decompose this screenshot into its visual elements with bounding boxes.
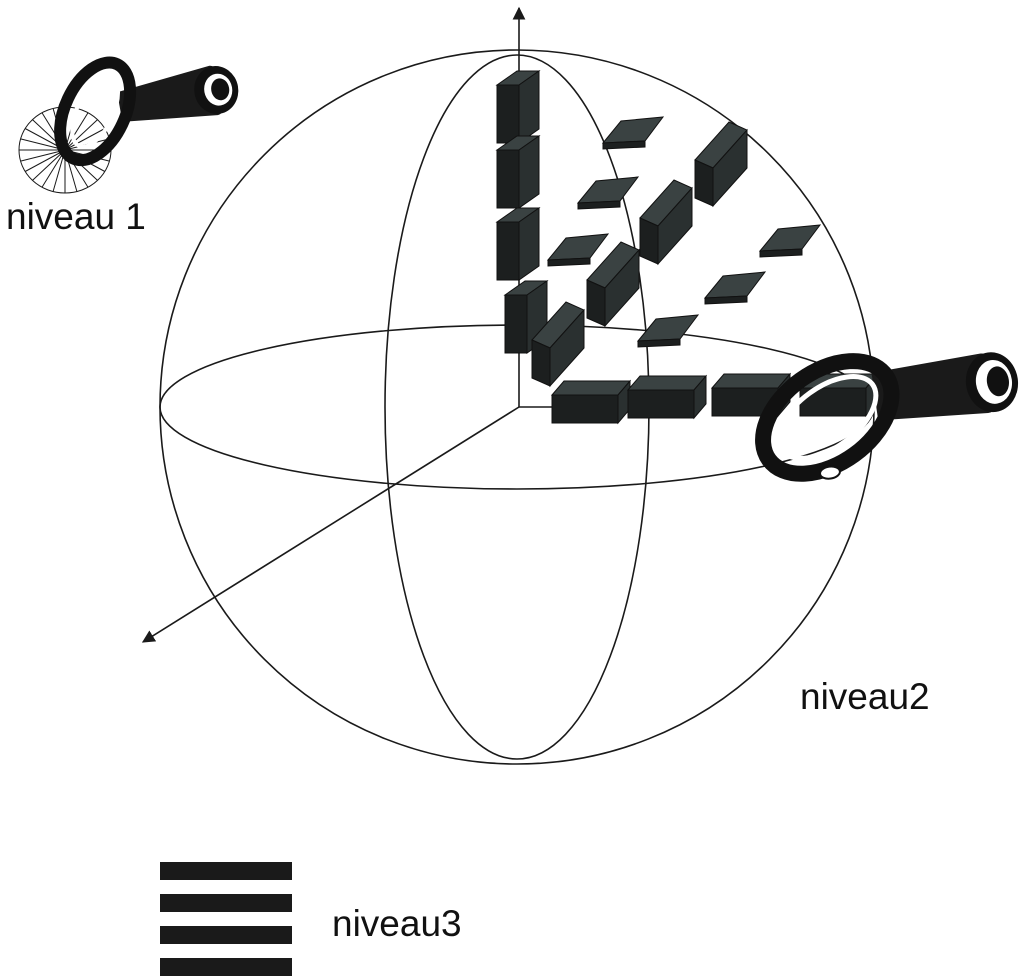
wheel-spoke <box>20 149 66 162</box>
diagonal-block-4 <box>694 121 748 208</box>
horizontal-block-4-front <box>799 387 867 417</box>
vertical-block-3 <box>495 207 541 281</box>
horizontal-block-2-top <box>626 375 708 391</box>
vertical-block-4-front <box>504 294 528 354</box>
flat-tile-4-front <box>759 248 803 258</box>
vertical-block-1 <box>495 70 541 144</box>
flat-tile-3 <box>546 233 610 267</box>
wheel-spoke <box>64 112 89 151</box>
flat-tile-1-top <box>601 116 665 144</box>
flat-tile-3-front <box>547 257 591 267</box>
vertical-block-1-front <box>496 84 520 144</box>
flat-tile-1-front <box>602 140 646 150</box>
flat-tile-2-front <box>577 200 621 210</box>
horizontal-block-3-top <box>710 373 792 389</box>
wheel-spoke <box>32 149 66 181</box>
diagonal-block-front <box>694 159 714 207</box>
telescope-icon-level2 <box>755 352 1019 482</box>
flat-tile-6-top <box>636 314 700 342</box>
flat-tile-5-front <box>704 295 748 305</box>
telescope-icon <box>54 56 239 167</box>
vertical-block-3-front <box>496 221 520 281</box>
striped-square-icon <box>160 862 292 976</box>
flat-tile-6-front <box>637 338 681 348</box>
diagonal-block-3 <box>639 179 693 266</box>
flat-tile-2 <box>576 176 640 210</box>
diagonal-block-front <box>531 339 551 387</box>
wheel-spoke <box>64 119 98 151</box>
horizontal-block-2-front <box>627 389 695 419</box>
wheel-spoke <box>64 128 106 151</box>
label-level-2: niveau2 <box>800 676 930 717</box>
diagonal-block-1 <box>531 301 585 388</box>
telescope-with-spoked-wheel-icon <box>18 56 239 194</box>
flat-tile-6 <box>636 314 700 348</box>
vertical-block-2-front <box>496 149 520 209</box>
label-level-3: niveau3 <box>332 903 462 944</box>
vertical-block-2 <box>495 135 541 209</box>
horizontal-block-1-front <box>551 394 619 424</box>
horizontal-block-1-top <box>550 380 632 396</box>
flat-tile-3-top <box>546 233 610 261</box>
diagonal-block-2 <box>586 241 640 328</box>
flat-tile-2-top <box>576 176 640 204</box>
label-level-1: niveau 1 <box>6 196 146 237</box>
diagonal-axis-arrow <box>141 406 520 643</box>
horizontal-block-1 <box>550 379 632 425</box>
diagonal-block-front <box>639 217 659 265</box>
flat-tile-4 <box>758 224 822 258</box>
diagonal-block-front <box>586 279 606 327</box>
flat-tile-4-top <box>758 224 822 252</box>
flat-tile-5-top <box>703 271 767 299</box>
horizontal-block-2 <box>626 374 708 420</box>
flat-tile-1 <box>601 116 665 150</box>
flat-tile-5 <box>703 271 767 305</box>
wheel-spoke <box>24 149 66 172</box>
